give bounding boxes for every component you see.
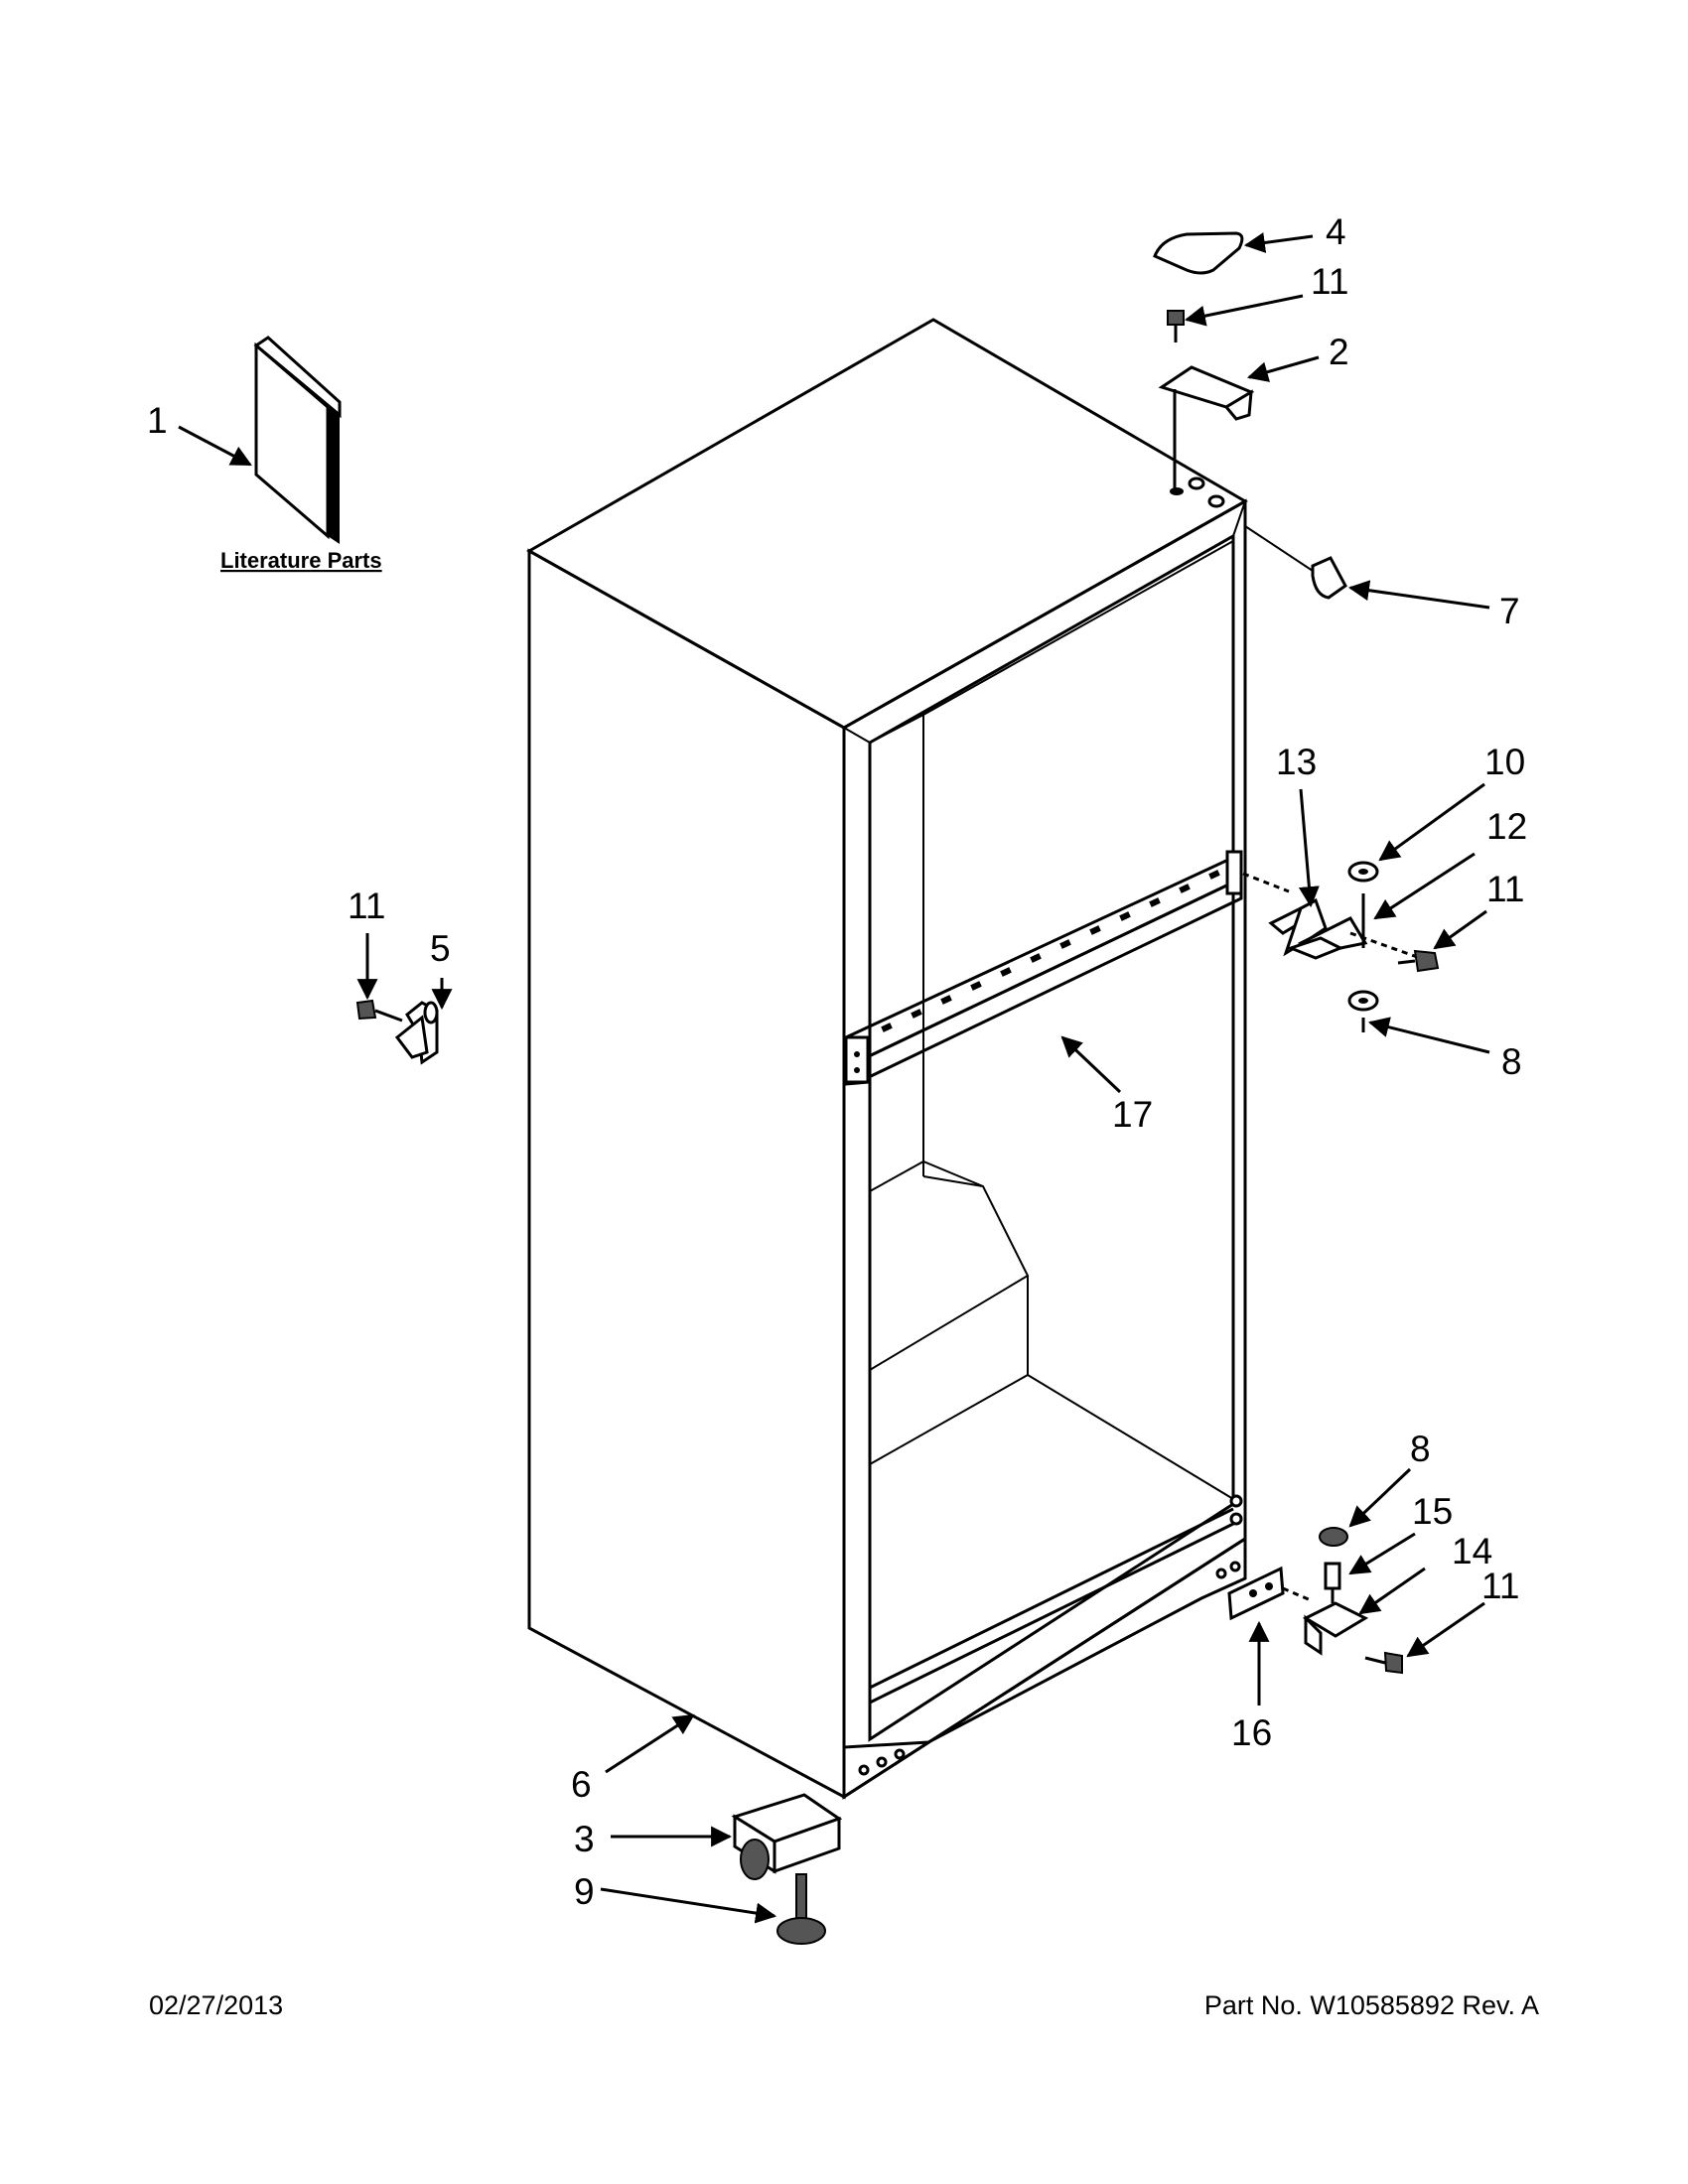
door-stop <box>394 1001 439 1065</box>
bottom-hinge-shim <box>1227 1566 1285 1621</box>
callout-11: 11 <box>1486 869 1524 909</box>
callout-15: 15 <box>1412 1491 1453 1532</box>
footer-date: 02/27/2013 <box>149 1990 284 2020</box>
top-hinge-screw <box>1167 310 1185 342</box>
callout-7: 7 <box>1499 591 1520 631</box>
footer-part-number: Part No. W10585892 Rev. A <box>1203 1990 1539 2020</box>
callout-6: 6 <box>571 1764 592 1805</box>
callout-3: 3 <box>574 1819 595 1859</box>
literature-parts: Literature Parts <box>220 336 382 573</box>
callout-9: 9 <box>574 1871 595 1912</box>
roller-assembly <box>731 1793 843 1880</box>
callout-14: 14 <box>1452 1531 1492 1571</box>
callout-4: 4 <box>1326 211 1346 252</box>
callout-12: 12 <box>1486 806 1527 847</box>
callout-16: 16 <box>1231 1712 1272 1753</box>
bottom-hinge-screw <box>1364 1651 1403 1675</box>
cabinet <box>525 318 1249 1800</box>
callout-8: 8 <box>1501 1041 1522 1082</box>
literature-label: Literature Parts <box>220 548 382 573</box>
center-hinge-screw <box>1397 949 1440 973</box>
callout-11: 11 <box>1481 1566 1519 1606</box>
callout-11: 11 <box>1311 261 1348 302</box>
bottom-hinge-bracket <box>1282 1586 1369 1656</box>
callout-10: 10 <box>1484 742 1525 782</box>
hinge-plug <box>1244 525 1347 600</box>
leveling-leg <box>776 1873 826 1945</box>
bottom-hinge-pin <box>1319 1527 1348 1603</box>
callout-17: 17 <box>1112 1094 1153 1135</box>
top-hinge-bracket <box>1158 365 1255 488</box>
leader-lines <box>178 232 1490 1924</box>
beam-slots <box>881 870 1220 1032</box>
callout-1: 1 <box>147 400 168 441</box>
callouts: 1 4 11 2 7 13 10 12 11 8 17 11 5 8 15 14… <box>147 211 1527 1912</box>
callout-2: 2 <box>1329 332 1349 372</box>
callout-8: 8 <box>1410 1429 1431 1469</box>
center-hinge-assembly <box>1242 861 1421 1032</box>
door-stop-screw <box>355 999 403 1023</box>
callout-11: 11 <box>348 886 385 926</box>
callout-13: 13 <box>1276 742 1317 782</box>
top-hinge-cover <box>1153 231 1244 275</box>
callout-5: 5 <box>430 928 451 969</box>
